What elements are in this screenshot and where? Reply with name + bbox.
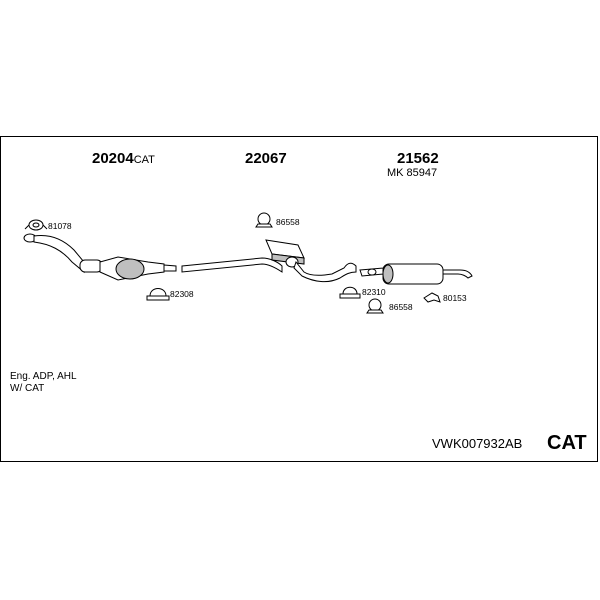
part-label-86558-bottom: 86558	[389, 302, 413, 312]
part-label-82310: 82310	[362, 287, 386, 297]
kit-code: VWK007932AB	[432, 436, 523, 451]
part-label-81078: 81078	[48, 221, 72, 231]
clamp-82308-drawing	[146, 288, 170, 301]
hanger-86558-bottom-drawing	[366, 298, 384, 314]
part-label-86558-top: 86558	[276, 217, 300, 227]
bracket-80153-drawing	[423, 292, 441, 303]
clamp-81078-drawing	[24, 219, 48, 231]
part-label-rear-silencer: 21562	[397, 150, 439, 167]
diagram-frame	[0, 136, 598, 462]
catalyst-note: W/ CAT	[10, 383, 45, 394]
part-label-middle-silencer: 22067	[245, 150, 287, 167]
part-label-mounting-kit: MK 85947	[387, 167, 438, 179]
cat-badge: CAT	[547, 432, 587, 454]
catalytic-converter-drawing	[23, 233, 177, 281]
clamp-82310-drawing	[339, 286, 361, 299]
engine-note: Eng. ADP, AHL	[10, 371, 77, 382]
part-label-catalytic-converter: 20204CAT	[92, 150, 155, 167]
hanger-86558-top-drawing	[255, 212, 273, 228]
part-label-82308: 82308	[170, 289, 194, 299]
part-label-80153: 80153	[443, 293, 467, 303]
middle-silencer-drawing	[181, 239, 357, 283]
rear-silencer-drawing	[359, 263, 473, 285]
